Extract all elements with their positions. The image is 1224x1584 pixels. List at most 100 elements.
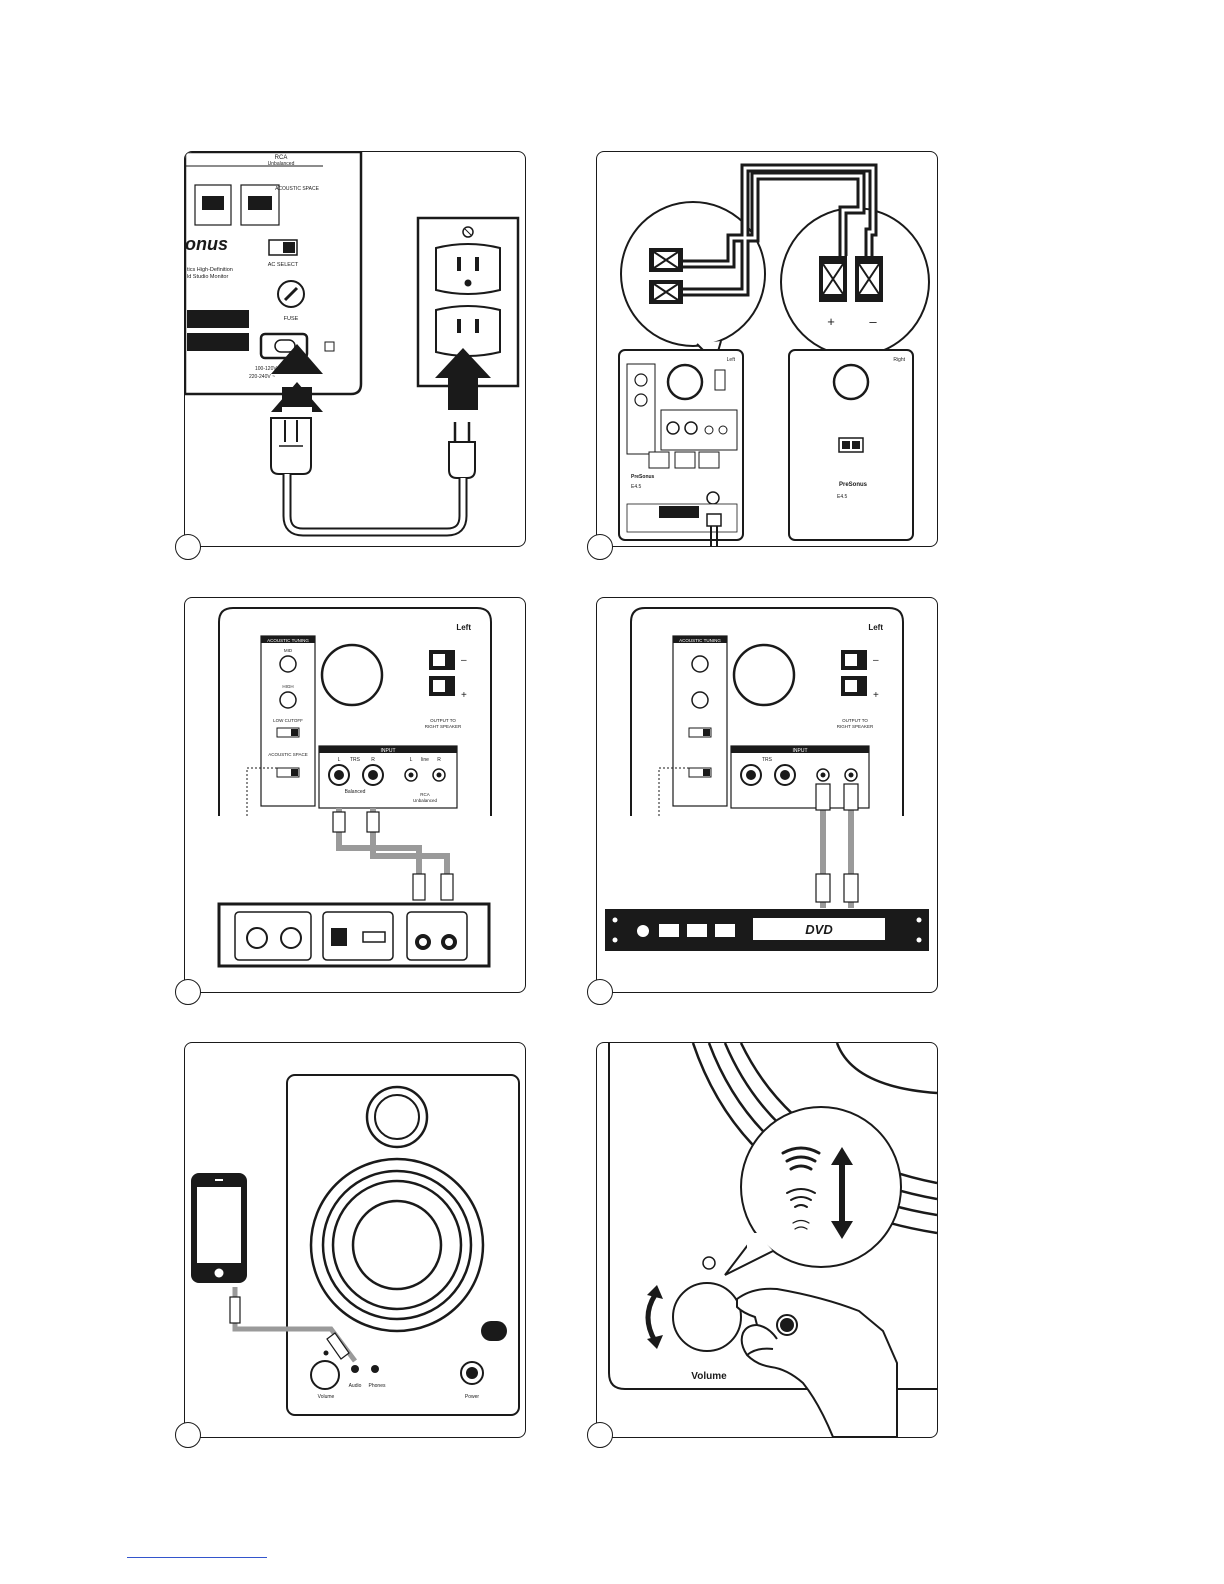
acoustic-tuning-label: ACOUSTIC TUNING bbox=[267, 638, 309, 643]
line-label: line bbox=[421, 757, 429, 763]
speaker-wire-illustration: + – Left PreSonus E4.5 Right bbox=[618, 163, 930, 546]
acoustic-space-label: ACOUSTIC SPACE bbox=[268, 752, 307, 757]
aux-plug-icon bbox=[326, 1332, 350, 1360]
step-3-balanced-input-panel: Left ACOUSTIC TUNING MID HIGH LOW CUTOFF… bbox=[184, 597, 526, 993]
up-arrow-icon bbox=[448, 374, 478, 410]
high-knob-icon bbox=[279, 691, 297, 709]
presonus-badge-icon bbox=[481, 1321, 507, 1341]
power-connection-illustration: RCA Unbalanced ACOUSTIC SPACE onus tics … bbox=[185, 152, 520, 537]
rca-sub-label: Unbalanced bbox=[268, 161, 295, 167]
speaker-front bbox=[608, 1043, 937, 1390]
left-label: Left bbox=[456, 623, 471, 632]
unbalanced-label: Unbalanced bbox=[413, 798, 438, 803]
step-6-marker bbox=[587, 1422, 613, 1448]
input-label: INPUT bbox=[381, 748, 396, 754]
rca-plug-icon bbox=[843, 783, 859, 811]
magnifier-bubble bbox=[740, 1106, 902, 1268]
rca-plug-icon bbox=[815, 783, 831, 811]
left-label: Left bbox=[727, 357, 736, 363]
trs-plug-icon bbox=[332, 811, 346, 833]
aux-plug-icon bbox=[229, 1296, 241, 1324]
dvd-logo: DVD bbox=[805, 922, 833, 937]
phone-input-illustration: Volume Audio Phones Power bbox=[191, 1074, 520, 1416]
minus-label: – bbox=[873, 655, 879, 666]
woofer-icon bbox=[732, 643, 796, 707]
mid-label: MID bbox=[284, 648, 293, 653]
right-speaker-label: RIGHT SPEAKER bbox=[837, 724, 874, 729]
volume-label: Volume bbox=[318, 1394, 335, 1400]
rotate-arrow-icon bbox=[645, 1293, 658, 1343]
rca-plug-icon bbox=[815, 873, 831, 903]
trs-plug-icon bbox=[366, 811, 380, 833]
volume-label: Volume bbox=[691, 1371, 727, 1382]
rca-input-illustration: Left ACOUSTIC TUNING – + OUTPUT TO RIGHT… bbox=[605, 607, 929, 951]
phones-label: Phones bbox=[369, 1383, 386, 1389]
plus-label: + bbox=[873, 690, 879, 701]
mid-knob-icon bbox=[691, 655, 709, 673]
rca-plug-icon bbox=[843, 873, 859, 903]
high-knob-icon bbox=[691, 691, 709, 709]
plus-label: + bbox=[827, 314, 835, 329]
ac-select-label: AC SELECT bbox=[268, 262, 299, 268]
volume-adjust-illustration: Volume bbox=[608, 1043, 937, 1437]
rca-r-label: R bbox=[437, 757, 441, 763]
aux-in-jack-icon bbox=[351, 1365, 359, 1373]
voltage-label-2: 220-240V ~ bbox=[249, 374, 275, 380]
brand-logo-fragment: onus bbox=[185, 234, 228, 254]
left-brand: PreSonus bbox=[631, 474, 655, 480]
balanced-input-illustration: Left ACOUSTIC TUNING MID HIGH LOW CUTOFF… bbox=[217, 607, 492, 968]
fuse-label: FUSE bbox=[284, 316, 299, 322]
model-line-2: ld Studio Monitor bbox=[187, 274, 228, 280]
step-2-speaker-wire-panel: + – Left PreSonus E4.5 Right bbox=[596, 151, 938, 547]
right-brand: PreSonus bbox=[839, 482, 868, 488]
acoustic-space-icon-b bbox=[248, 196, 272, 210]
right-speaker-label: RIGHT SPEAKER bbox=[425, 724, 462, 729]
output-to-label: OUTPUT TO bbox=[842, 718, 868, 723]
volume-level-icon bbox=[781, 1146, 821, 1230]
mid-knob-icon bbox=[279, 655, 297, 673]
up-down-arrow-icon bbox=[831, 1147, 853, 1239]
acoustic-tuning-label: ACOUSTIC TUNING bbox=[679, 638, 721, 643]
step-2-marker bbox=[587, 534, 613, 560]
acoustic-space-icon-a bbox=[202, 196, 224, 210]
step-5-phone-input-panel: Volume Audio Phones Power bbox=[184, 1042, 526, 1438]
audio-in-label: Audio bbox=[349, 1383, 362, 1389]
footer-link-underline[interactable] bbox=[127, 1557, 267, 1558]
left-label: Left bbox=[868, 623, 883, 632]
step-1-power-panel: RCA Unbalanced ACOUSTIC SPACE onus tics … bbox=[184, 151, 526, 547]
trs-label: TRS bbox=[762, 757, 773, 763]
step-6-volume-panel: Volume bbox=[596, 1042, 938, 1438]
power-label: Power bbox=[465, 1394, 480, 1400]
trs-r-label: R bbox=[371, 757, 375, 763]
minus-label: – bbox=[461, 655, 467, 666]
plus-label: + bbox=[461, 690, 467, 701]
step-4-rca-input-panel: Left ACOUSTIC TUNING – + OUTPUT TO RIGHT… bbox=[596, 597, 938, 993]
left-model: E4.5 bbox=[631, 484, 642, 490]
output-to-label: OUTPUT TO bbox=[430, 718, 456, 723]
trs-plug-icon bbox=[412, 873, 426, 901]
balanced-label: Balanced bbox=[345, 789, 366, 795]
minus-label: – bbox=[869, 314, 877, 329]
wall-plug bbox=[448, 441, 476, 479]
voltage-label-1: 100-120V ~ bbox=[255, 366, 281, 372]
woofer-icon bbox=[320, 643, 384, 707]
trs-l-label: L bbox=[338, 757, 341, 763]
trs-plug-icon bbox=[440, 873, 454, 901]
step-1-marker bbox=[175, 534, 201, 560]
right-label: Right bbox=[893, 357, 905, 363]
low-cutoff-label: LOW CUTOFF bbox=[273, 718, 303, 723]
power-led-icon bbox=[702, 1256, 716, 1270]
hand-icon bbox=[736, 1287, 898, 1437]
step-5-marker bbox=[175, 1422, 201, 1448]
rca-l-label: L bbox=[410, 757, 413, 763]
phones-jack-icon bbox=[371, 1365, 379, 1373]
volume-knob-icon bbox=[672, 1282, 742, 1352]
rca-label: RCA bbox=[275, 155, 288, 161]
rca-label: RCA bbox=[420, 792, 430, 797]
acoustic-space-label: ACOUSTIC SPACE bbox=[275, 186, 319, 192]
step-3-marker bbox=[175, 979, 201, 1005]
model-line-1: tics High-Definition bbox=[187, 267, 233, 273]
high-label: HIGH bbox=[282, 684, 293, 689]
right-model: E4.5 bbox=[837, 494, 848, 500]
volume-knob-icon bbox=[310, 1360, 340, 1390]
